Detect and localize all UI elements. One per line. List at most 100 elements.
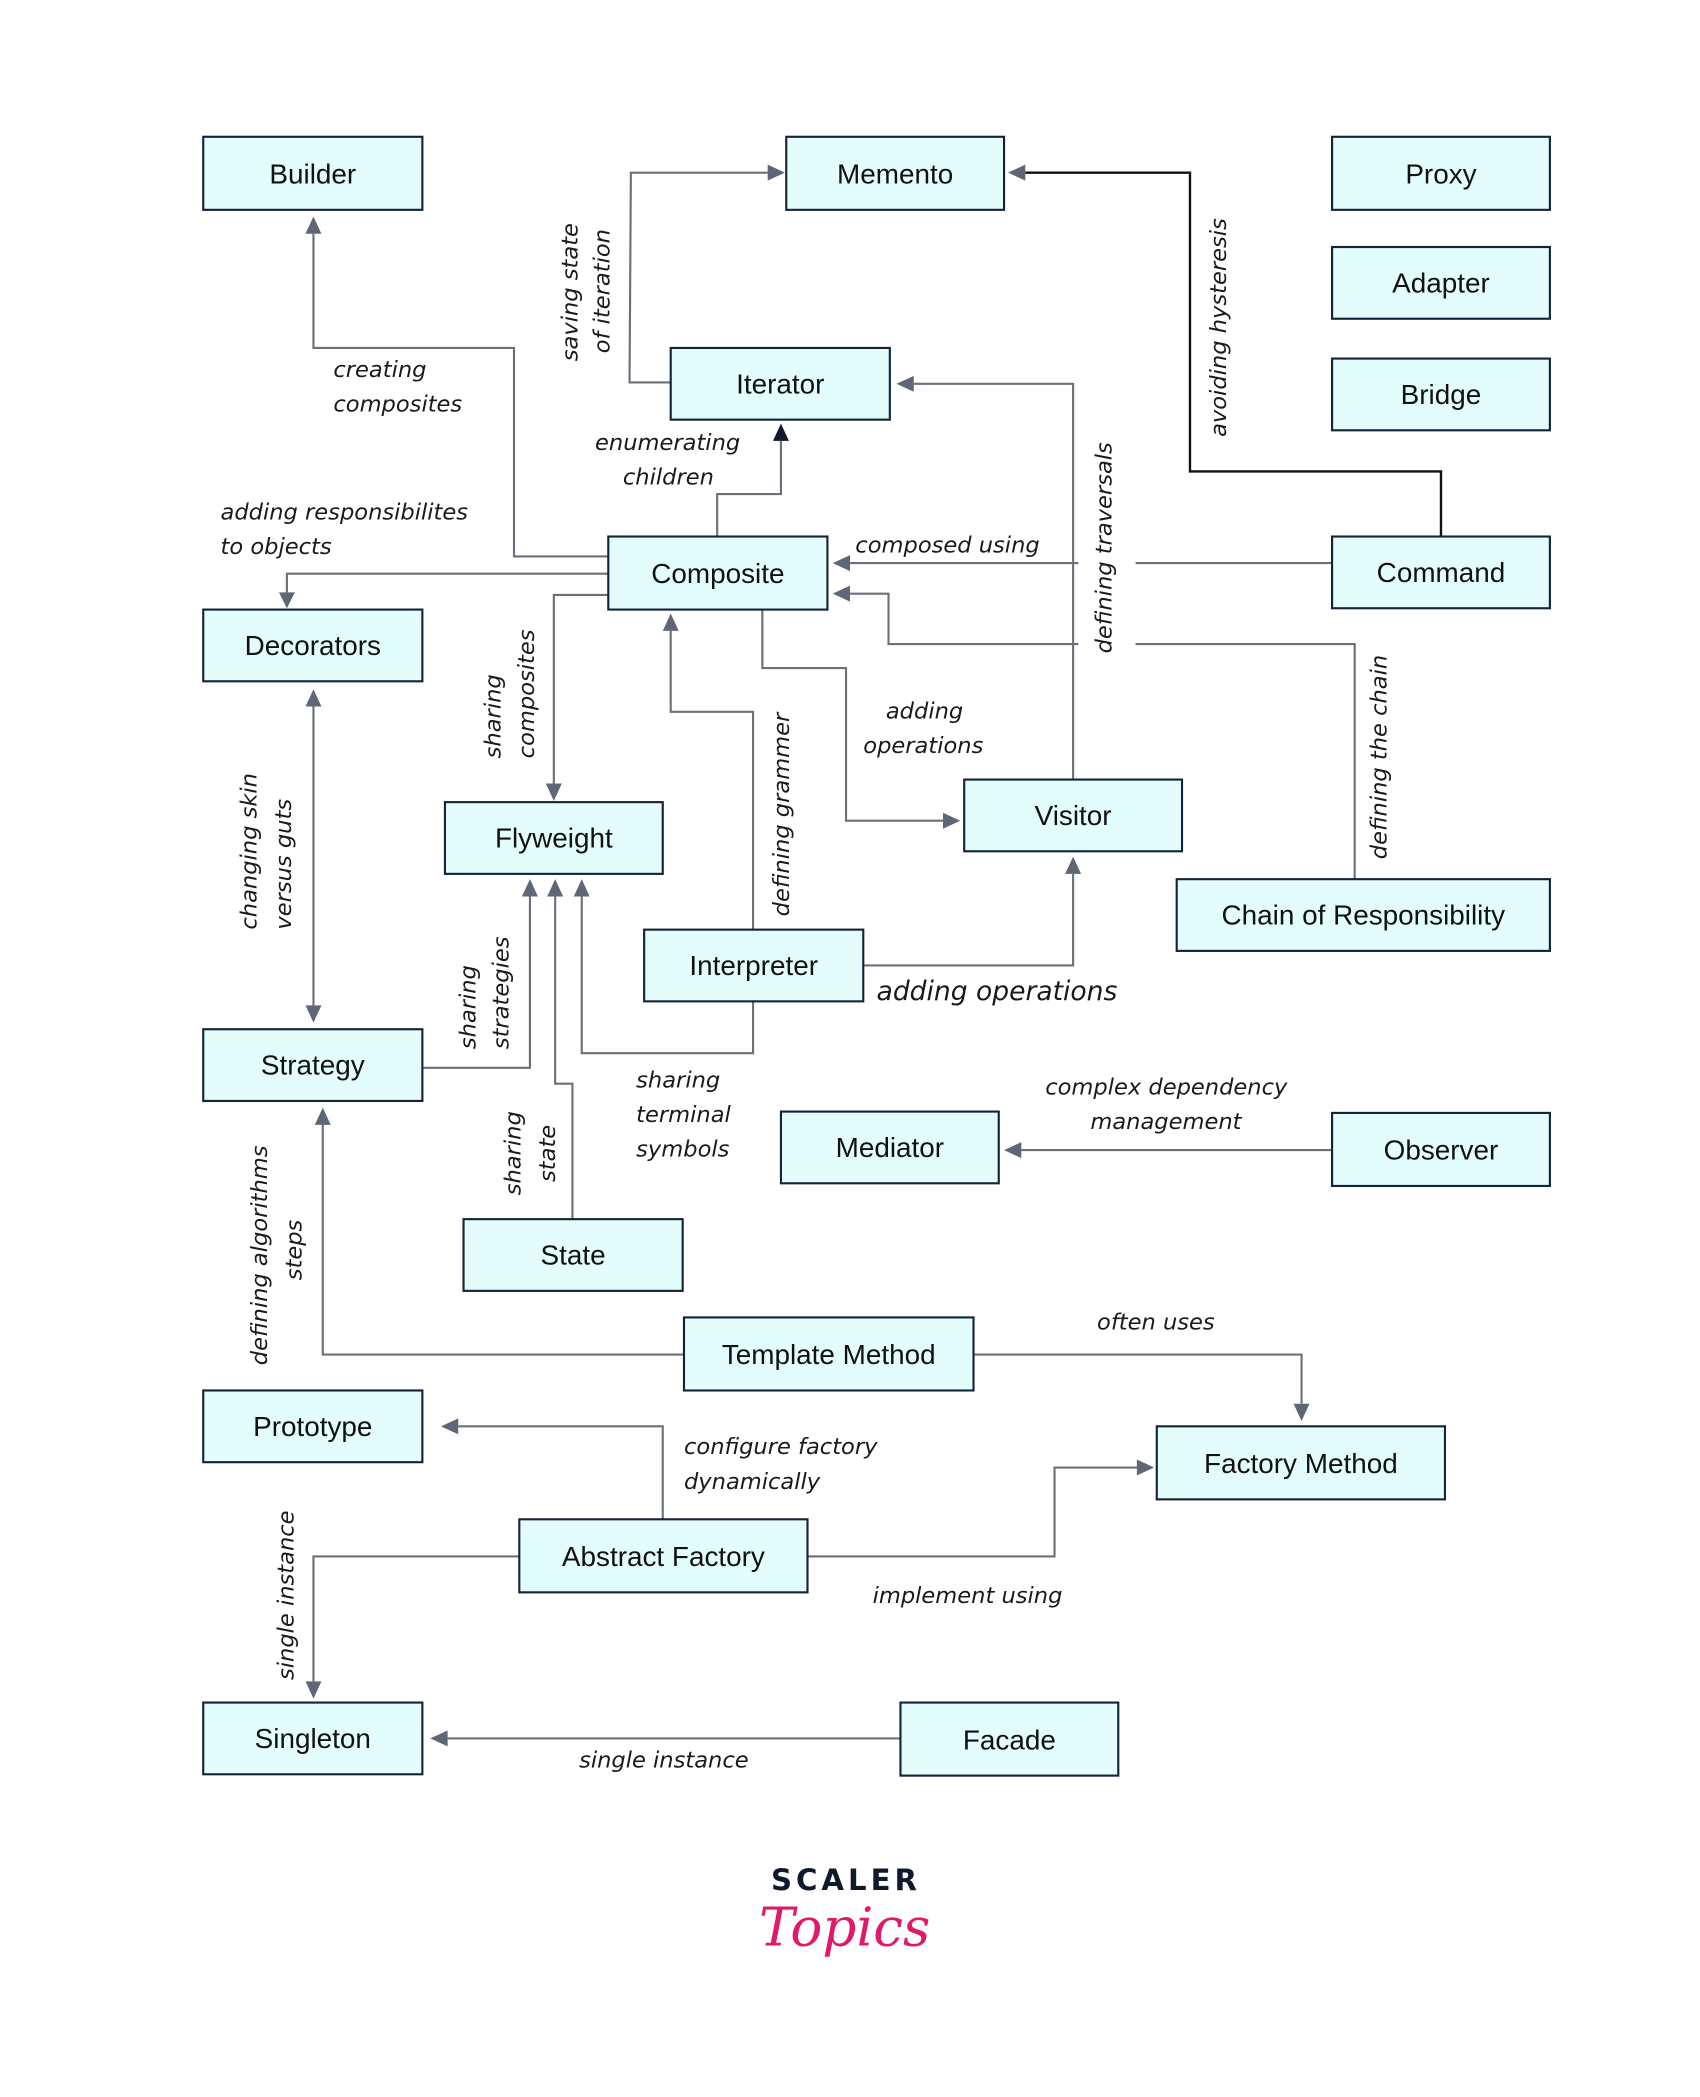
node-label: Mediator (836, 1132, 944, 1163)
edge-abstract-factorymethod (807, 1466, 1137, 1558)
arrowhead-composite-right-2 (832, 585, 850, 602)
node-mediator[interactable]: Mediator (779, 1110, 1000, 1185)
arrowhead-factory-left (1136, 1459, 1155, 1476)
node-label: Factory Method (1204, 1448, 1398, 1479)
node-label: Composite (651, 558, 784, 589)
arrowhead-mediator (1004, 1142, 1022, 1159)
arrowhead-flyweight-b2 (547, 879, 564, 897)
node-factory-method[interactable]: Factory Method (1155, 1425, 1447, 1501)
label-sharing-terminal-3: symbols (636, 1137, 729, 1163)
node-label: Observer (1384, 1135, 1499, 1166)
edge-abstract-singleton (312, 1555, 520, 1682)
label-sharing-state-1: sharing (501, 1111, 527, 1195)
node-interpreter[interactable]: Interpreter (643, 928, 865, 1003)
label-single-instance-1: single instance (274, 1510, 300, 1680)
edges (278, 164, 1443, 1747)
node-observer[interactable]: Observer (1331, 1111, 1551, 1188)
edge-composite-iterator (716, 440, 783, 537)
node-proxy[interactable]: Proxy (1331, 135, 1551, 211)
label-saving-state-1: saving state (558, 223, 584, 361)
node-visitor[interactable]: Visitor (963, 778, 1184, 853)
node-label: Builder (269, 158, 356, 189)
arrowhead-flyweight-b3 (573, 879, 590, 897)
node-label: Command (1377, 557, 1506, 588)
node-label: Flyweight (495, 823, 613, 854)
arrowhead-factory-top (1293, 1403, 1310, 1422)
node-template-method[interactable]: Template Method (682, 1316, 975, 1392)
label-enumerating-1: enumerating (595, 430, 740, 456)
label-adding-responsibilities-2: to objects (221, 534, 332, 560)
label-adding-operations-2: adding operations (877, 976, 1118, 1007)
node-label: Singleton (255, 1723, 371, 1754)
label-often-uses: often uses (1097, 1309, 1215, 1335)
label-changing-skin-2: versus guts (271, 799, 297, 930)
node-command[interactable]: Command (1331, 535, 1551, 610)
edge-composite-visitor (761, 609, 943, 822)
edge-interpreter-flyweight (580, 896, 755, 1055)
edge-chain-composite (1135, 643, 1356, 880)
node-bridge[interactable]: Bridge (1331, 357, 1551, 432)
node-label: Strategy (261, 1050, 365, 1081)
edge-composite-flyweight (552, 593, 609, 784)
node-label: Abstract Factory (562, 1541, 765, 1572)
edge-state-flyweight (554, 896, 574, 1220)
node-singleton[interactable]: Singleton (202, 1701, 424, 1776)
label-defining-traversals: defining traversals (1092, 442, 1118, 653)
node-facade[interactable]: Facade (899, 1701, 1120, 1777)
node-state[interactable]: State (462, 1218, 684, 1292)
arrowhead-strategy-bottom (314, 1107, 331, 1125)
label-defining-algorithms-1: defining algorithms (247, 1145, 273, 1365)
label-sharing-composites-2: composites (514, 629, 540, 758)
label-sharing-strategies-2: strategies (489, 936, 515, 1049)
node-memento[interactable]: Memento (785, 135, 1006, 211)
label-composed-using: composed using (855, 532, 1039, 558)
node-composite[interactable]: Composite (607, 535, 829, 611)
label-configure-factory-2: dynamically (684, 1469, 821, 1495)
label-sharing-state-2: state (535, 1125, 561, 1182)
node-decorators[interactable]: Decorators (202, 608, 424, 683)
node-flyweight[interactable]: Flyweight (443, 801, 664, 875)
node-abstract-factory[interactable]: Abstract Factory (518, 1518, 809, 1594)
node-iterator[interactable]: Iterator (669, 346, 891, 421)
label-changing-skin-1: changing skin (236, 773, 262, 930)
label-complex-dependency-1: complex dependency (1045, 1074, 1288, 1100)
edge-visitor-iterator (913, 382, 1075, 780)
node-chain-of-responsibility[interactable]: Chain of Responsibility (1175, 878, 1551, 952)
node-label: Adapter (1392, 267, 1490, 298)
label-configure-factory-1: configure factory (684, 1434, 878, 1460)
scaler-topics-logo: SCALER Topics (759, 1863, 930, 1959)
arrowhead-singleton-right (430, 1730, 448, 1747)
label-avoiding-hysteresis: avoiding hysteresis (1206, 218, 1232, 437)
brand-scaler: SCALER (771, 1863, 921, 1897)
node-label: Interpreter (689, 950, 818, 981)
node-strategy[interactable]: Strategy (202, 1028, 424, 1103)
node-label: Prototype (253, 1411, 372, 1442)
edge-chain-composite-2 (849, 592, 1079, 646)
brand-topics: Topics (759, 1897, 930, 1959)
label-adding-responsibilities-1: adding responsibilites (221, 499, 469, 525)
node-builder[interactable]: Builder (202, 135, 424, 211)
node-label: Memento (837, 158, 953, 189)
arrowhead-singleton-top (305, 1681, 322, 1699)
arrowhead-flyweight-top (545, 783, 562, 801)
arrowhead-memento-left (767, 164, 785, 181)
edge-composite-decorators (285, 572, 609, 593)
node-adapter[interactable]: Adapter (1331, 245, 1551, 320)
label-creating-composites-1: creating (333, 357, 426, 383)
node-label: Iterator (736, 368, 824, 399)
edge-abstract-prototype (458, 1425, 664, 1520)
node-label: Template Method (722, 1339, 936, 1370)
label-adding-operations-1b: operations (863, 733, 983, 759)
edge-interpreter-composite (669, 630, 755, 930)
label-saving-state-2: of iteration (590, 229, 616, 353)
arrowhead-memento-right (1008, 164, 1026, 181)
node-prototype[interactable]: Prototype (202, 1389, 424, 1464)
edge-command-memento (1025, 171, 1443, 537)
edge-strategy-flyweight (422, 896, 532, 1069)
node-label: Proxy (1405, 158, 1476, 189)
label-sharing-composites-1: sharing (481, 674, 507, 758)
arrowhead-decorators (278, 592, 295, 609)
node-label: State (541, 1240, 606, 1271)
arrowhead-visitor-bottom (1065, 856, 1082, 874)
edge-labels: creating composites saving state of iter… (221, 218, 1393, 1774)
